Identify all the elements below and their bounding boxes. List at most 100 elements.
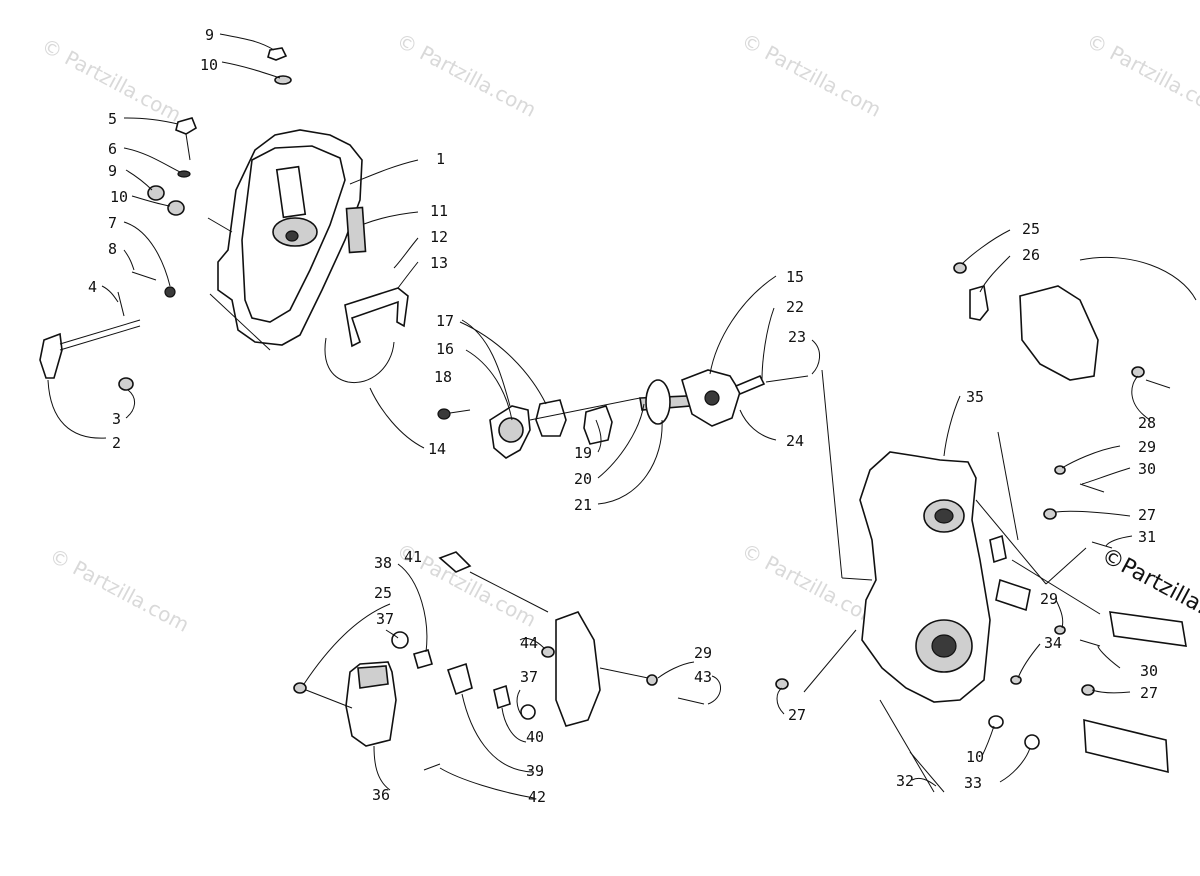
- clip-26: [969, 284, 989, 321]
- bolt-42: [423, 763, 441, 771]
- lockwasher: [164, 286, 176, 298]
- leader-25a: [961, 229, 1011, 265]
- dash-7: [209, 293, 271, 351]
- leader-2: [47, 379, 107, 439]
- leader-11: [363, 211, 419, 225]
- leader-14: [369, 387, 425, 449]
- nut-lever: [118, 377, 134, 391]
- bolt-41: [438, 551, 472, 573]
- callout-6: 6: [108, 140, 117, 158]
- callout-9: 9: [205, 26, 214, 44]
- brake-disc-mount: [1019, 285, 1099, 381]
- tensioner-assembly: [437, 275, 820, 505]
- callout-34: 34: [1044, 634, 1062, 652]
- upper-bearing-bore: [934, 508, 954, 524]
- callout-36: 36: [372, 786, 390, 804]
- watermark: © Partzilla.com: [393, 28, 541, 122]
- callout-24: 24: [786, 432, 804, 450]
- leader-35: [943, 395, 961, 457]
- watermark: © Partzilla.com: [738, 28, 886, 122]
- callout-29: 29: [694, 644, 712, 662]
- leader-40: [501, 707, 527, 743]
- callout-19: 19: [574, 444, 592, 462]
- washer-37b: [520, 704, 536, 720]
- idler-arm-assembly: [293, 551, 721, 799]
- callout-29: 29: [1138, 438, 1156, 456]
- route-upper: [975, 499, 1047, 585]
- gasket-plate: [345, 206, 367, 254]
- callout-7: 7: [108, 214, 117, 232]
- leader-30a: [1081, 467, 1131, 485]
- callout-41: 41: [404, 548, 422, 566]
- washer-28: [1131, 366, 1145, 378]
- callout-16: 16: [436, 340, 454, 358]
- callout-37: 37: [520, 668, 538, 686]
- seal-strip: [324, 337, 395, 384]
- callout-40: 40: [526, 728, 544, 746]
- nut-27c: [775, 678, 789, 690]
- idler-arm-hub: [357, 665, 389, 689]
- washer-side: [167, 200, 185, 216]
- callout-10: 10: [200, 56, 218, 74]
- callout-10: 10: [110, 188, 128, 206]
- washer-44: [541, 646, 555, 658]
- spacer-40: [493, 684, 511, 710]
- leader-26: [979, 255, 1011, 293]
- leader-27b: [1091, 689, 1131, 694]
- tensioner-cap-boss: [498, 417, 524, 443]
- leader-30b: [1097, 645, 1121, 669]
- washer-29: [646, 674, 658, 686]
- callout-37: 37: [376, 610, 394, 628]
- dash-29: [599, 667, 649, 679]
- bolt-43: [677, 697, 705, 705]
- o-ring-large: [645, 379, 671, 425]
- leader-8: [123, 249, 135, 271]
- callout-29: 29: [1040, 590, 1058, 608]
- brake-disc-edge: [1079, 256, 1197, 301]
- callout-21: 21: [574, 496, 592, 514]
- dipstick-rod: [185, 133, 191, 161]
- callout-42: 42: [528, 788, 546, 806]
- leader-13: [397, 261, 419, 289]
- route-23: [821, 369, 843, 579]
- leader-43: [707, 675, 721, 705]
- lever-arm: [39, 332, 63, 379]
- leader-27a: [1055, 510, 1131, 517]
- leader-42: [439, 767, 535, 799]
- chaincase-cover-assembly: [39, 33, 425, 449]
- leader-25b: [303, 603, 391, 685]
- leader-28: [1131, 375, 1151, 421]
- callout-26: 26: [1022, 246, 1040, 264]
- bushing-39: [446, 662, 473, 696]
- leader-31: [1105, 535, 1133, 547]
- callout-27: 27: [1138, 506, 1156, 524]
- leader-34: [1017, 643, 1041, 679]
- washer-37: [391, 631, 409, 649]
- leader-38: [397, 563, 428, 653]
- cap-33: [1024, 734, 1040, 750]
- bolt-31: [1091, 541, 1113, 549]
- bolt: [131, 271, 157, 281]
- leader-9b: [125, 169, 153, 191]
- spring-22: [734, 374, 766, 396]
- callout-20: 20: [574, 470, 592, 488]
- washer-29b: [1054, 625, 1066, 635]
- callout-32: 32: [896, 772, 914, 790]
- leader-37a: [385, 629, 399, 639]
- nut-25a: [953, 262, 967, 274]
- frame-bracket: [555, 611, 601, 727]
- cover-hole: [285, 230, 299, 242]
- lower-bearing-bore: [931, 634, 957, 658]
- callout-15: 15: [786, 268, 804, 286]
- washer-34: [1010, 675, 1022, 685]
- callout-10: 10: [966, 748, 984, 766]
- leader-3: [125, 389, 135, 419]
- route-32: [879, 699, 935, 793]
- callout-14: 14: [428, 440, 446, 458]
- callout-35: 35: [966, 388, 984, 406]
- centerline: [529, 397, 641, 421]
- lever-shaft-edge: [59, 325, 141, 351]
- leader-24: [739, 409, 777, 441]
- bushing-38: [413, 649, 433, 669]
- plug-top: [267, 47, 288, 61]
